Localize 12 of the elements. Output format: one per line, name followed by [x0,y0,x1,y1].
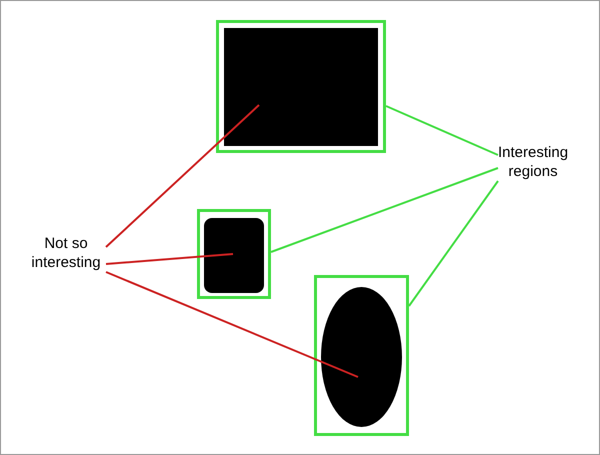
leader-line [270,167,498,253]
region-frame [216,20,386,153]
region-frame [314,275,409,436]
leader-line [106,271,358,378]
filled-rounded-rectangle [204,218,264,293]
leader-line [105,104,260,248]
callout-label: Not so interesting [26,234,106,272]
leader-line [386,105,498,156]
region-frame [197,209,271,299]
filled-rectangle [224,28,378,146]
callout-label: Interesting regions [498,143,568,181]
leader-line [408,180,499,307]
